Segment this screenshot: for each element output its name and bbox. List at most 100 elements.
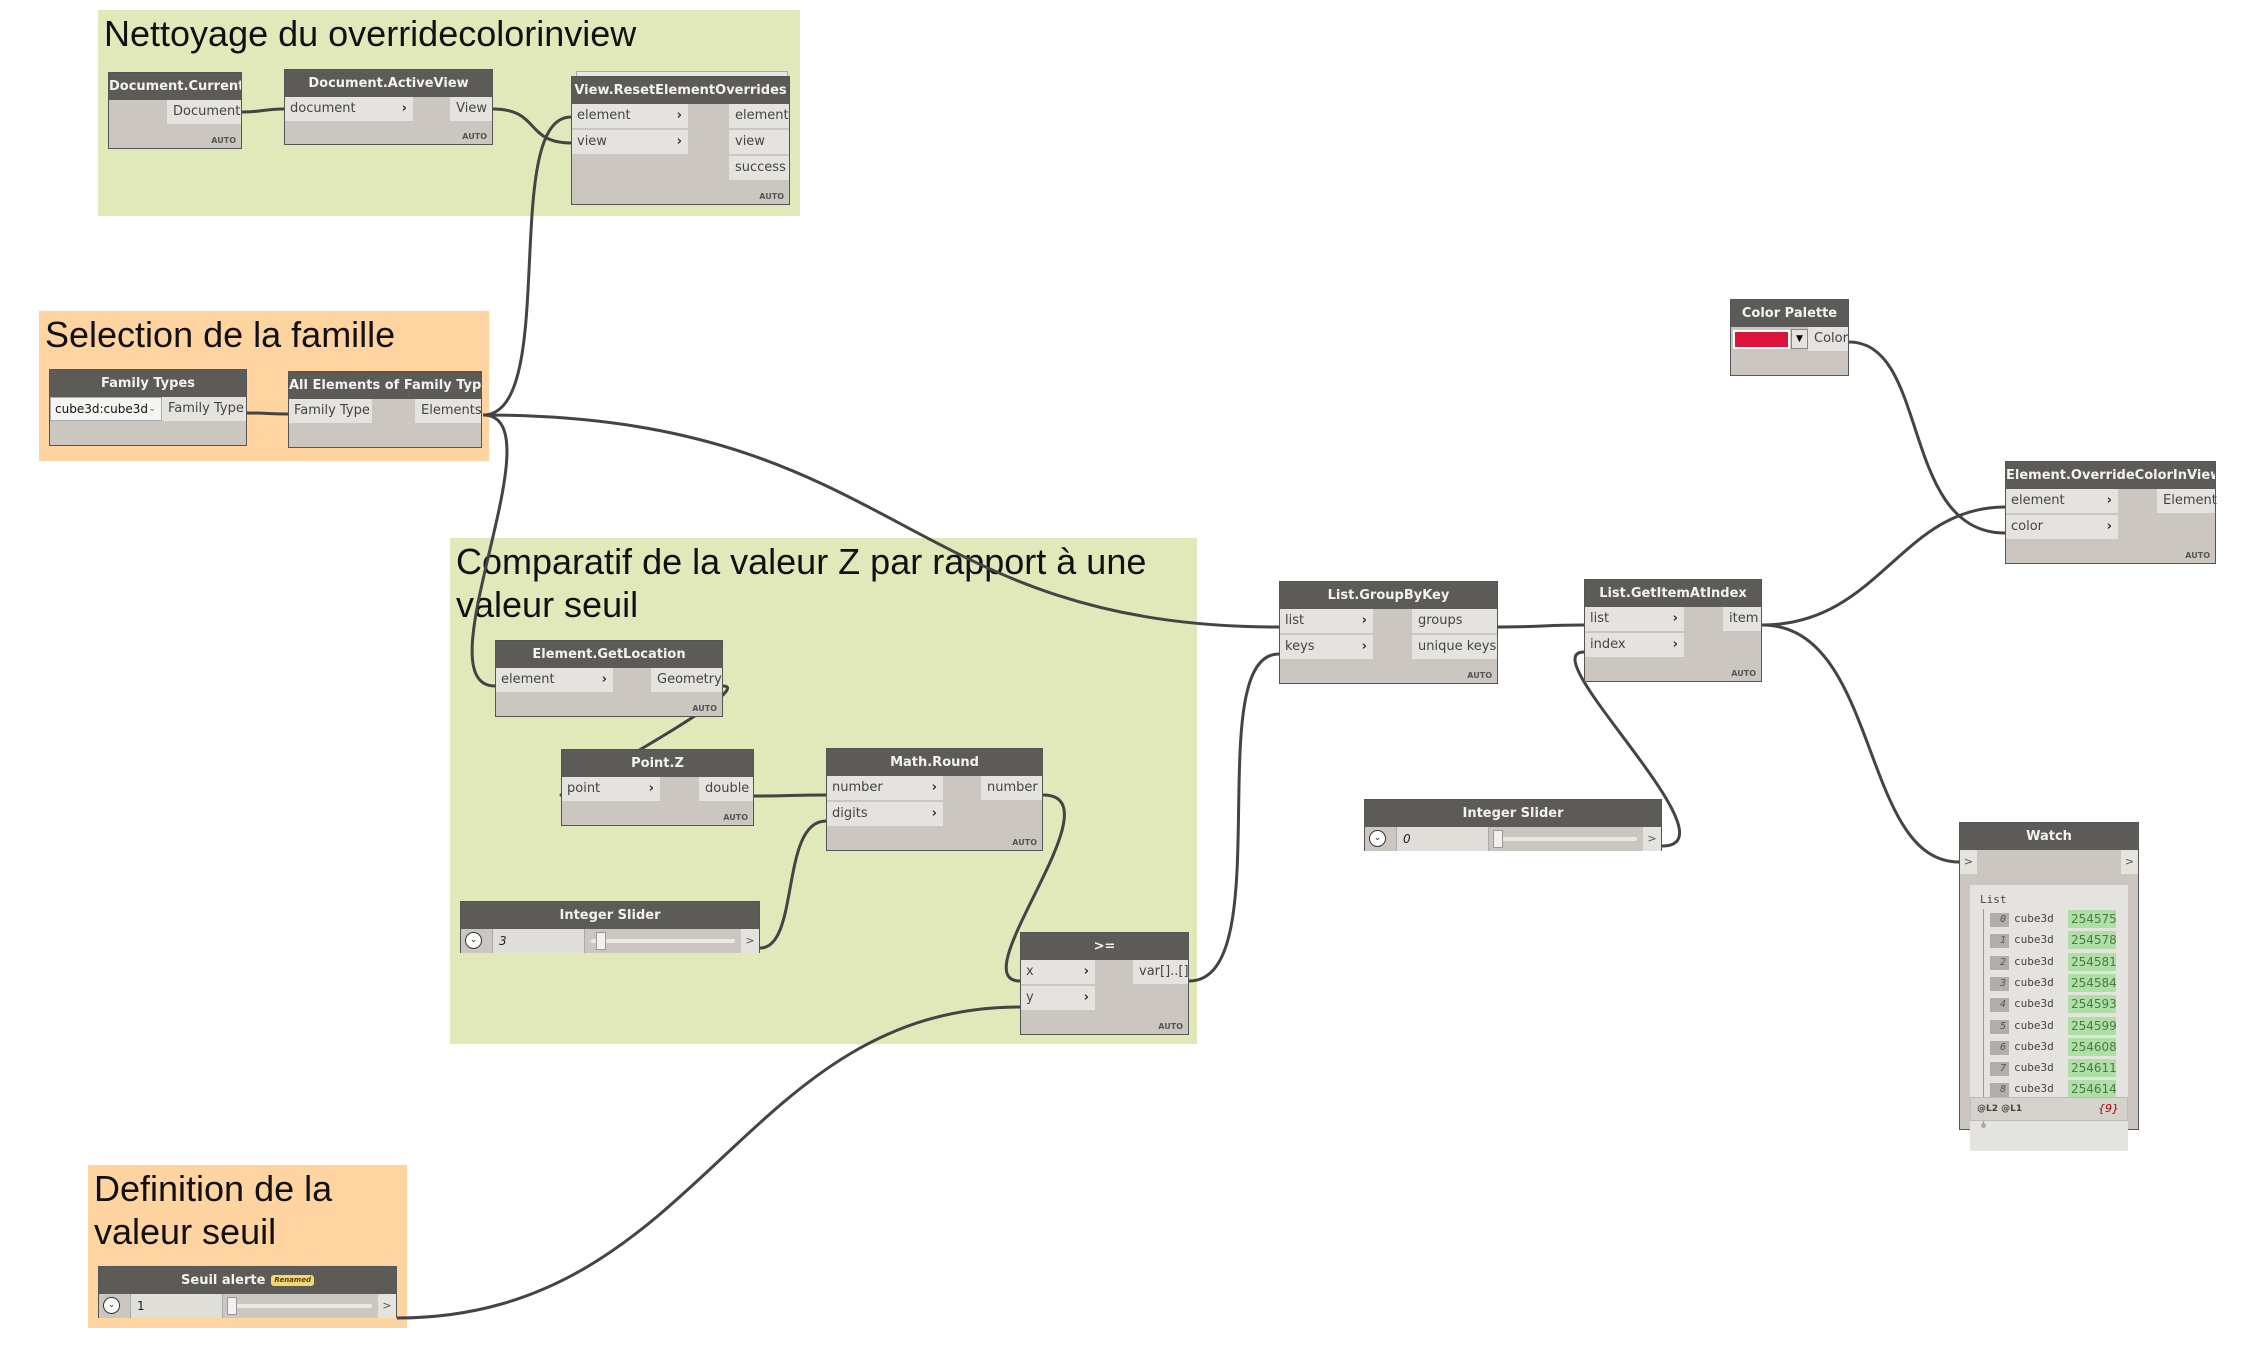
- output-port-number[interactable]: number: [981, 776, 1042, 800]
- chevron-right-icon: ›: [1672, 611, 1678, 626]
- slider-track[interactable]: [229, 1304, 372, 1308]
- input-port-element[interactable]: element ›: [572, 104, 688, 128]
- item-count: {9}: [2098, 1102, 2119, 1115]
- output-port-color[interactable]: Color: [1808, 327, 1848, 351]
- input-port-element[interactable]: element›: [2006, 489, 2118, 513]
- output-port-view[interactable]: View: [450, 97, 492, 121]
- node-element-overridecolorinview[interactable]: Element.OverrideColorInView element› col…: [2005, 461, 2217, 564]
- node-document-activeview[interactable]: Document.ActiveView document› View AUTO: [284, 69, 493, 145]
- output-port-unique-keys[interactable]: unique keys: [1412, 635, 1497, 659]
- wire-groups-to-getitem-list: [1497, 623, 1585, 629]
- output-port[interactable]: >: [1643, 827, 1661, 851]
- node-family-types[interactable]: Family Types cube3d:cube3d⌄ Family Type: [49, 369, 247, 446]
- item-index: 0: [1990, 913, 2009, 927]
- lacing-label: AUTO: [1731, 669, 1756, 678]
- item-id: 254593: [2068, 995, 2117, 1014]
- slider-value-input[interactable]: 0: [1396, 827, 1489, 851]
- slider-thumb[interactable]: [1493, 830, 1503, 848]
- node-title: >=: [1021, 933, 1188, 960]
- chevron-down-icon: ▼: [1796, 334, 1803, 344]
- input-port-list[interactable]: list›: [1585, 607, 1684, 631]
- color-dropdown-button[interactable]: ▼: [1791, 329, 1808, 349]
- expand-chevron-icon[interactable]: ⌄: [465, 932, 482, 949]
- output-port-groups[interactable]: groups: [1412, 609, 1497, 633]
- chevron-right-icon: ›: [2106, 519, 2112, 534]
- output-port-element[interactable]: element: [729, 104, 789, 128]
- input-port-color[interactable]: color›: [2006, 515, 2118, 539]
- item-name: cube3d: [2014, 1039, 2054, 1053]
- input-port-document[interactable]: document›: [285, 97, 413, 121]
- output-port-geometry[interactable]: Geometry: [651, 668, 722, 692]
- node-title: Math.Round: [827, 749, 1042, 776]
- output-port-double[interactable]: double: [699, 777, 753, 801]
- node-document-current[interactable]: Document.Current Document AUTO: [108, 72, 242, 149]
- port-label: x: [1026, 964, 1034, 979]
- output-port-document[interactable]: Document: [167, 100, 241, 124]
- output-port[interactable]: >: [741, 929, 759, 953]
- input-port-keys[interactable]: keys›: [1280, 635, 1373, 659]
- watch-tree-end: [1981, 1123, 1986, 1128]
- list-levels[interactable]: @L2 @L1: [1977, 1104, 2023, 1114]
- output-port-view[interactable]: view: [729, 130, 789, 154]
- slider-thumb[interactable]: [596, 932, 606, 950]
- node-point-z[interactable]: Point.Z point› double AUTO: [561, 749, 754, 826]
- slider-track[interactable]: [1495, 837, 1637, 841]
- slider-track[interactable]: [591, 939, 735, 943]
- node-list-groupbykey[interactable]: List.GroupByKey list› keys› groups uniqu…: [1279, 581, 1498, 684]
- output-port-var[interactable]: var[]..[]: [1133, 960, 1189, 984]
- group-title: Selection de la famille: [45, 314, 396, 355]
- output-port-family-type[interactable]: Family Type: [162, 397, 246, 421]
- port-label: point: [567, 781, 601, 796]
- slider-thumb[interactable]: [227, 1297, 237, 1315]
- node-integer-slider-index[interactable]: Integer Slider ⌄ 0 >: [1364, 799, 1662, 851]
- input-port[interactable]: >: [1960, 850, 1977, 874]
- wire-seuil-to-gte-y: [396, 1005, 1021, 1320]
- input-port-number[interactable]: number›: [827, 776, 943, 800]
- output-port[interactable]: >: [2121, 850, 2138, 874]
- watch-tree-line: [1983, 909, 1984, 1124]
- item-index: 7: [1990, 1062, 2009, 1077]
- node-math-round[interactable]: Math.Round number› digits› number AUTO: [826, 748, 1043, 851]
- input-port-family-type[interactable]: Family Type: [289, 399, 372, 423]
- family-type-dropdown[interactable]: cube3d:cube3d⌄: [50, 397, 162, 421]
- output-port-item[interactable]: item: [1723, 607, 1761, 631]
- node-view-reset-element-overrides[interactable]: View.ResetElementOverrides element› view…: [571, 76, 790, 205]
- input-port-point[interactable]: point›: [562, 777, 660, 801]
- slider-value-input[interactable]: 3: [492, 929, 585, 953]
- slider-row: ⌄ 3 >: [461, 929, 759, 953]
- expand-chevron-icon[interactable]: ⌄: [1369, 830, 1386, 847]
- chevron-right-icon: ›: [676, 108, 682, 123]
- slider-row: ⌄ 0 >: [1365, 827, 1661, 851]
- port-label: document: [290, 101, 356, 116]
- output-port-success[interactable]: success: [729, 156, 789, 180]
- item-index: 6: [1990, 1040, 2009, 1055]
- input-port-digits[interactable]: digits›: [827, 802, 943, 826]
- node-list-getitematindex[interactable]: List.GetItemAtIndex list› index› item AU…: [1584, 579, 1762, 682]
- node-all-elements-of-family-type[interactable]: All Elements of Family Type Family Type …: [288, 371, 482, 448]
- item-name: cube3d: [2014, 1061, 2054, 1075]
- port-label: Family Type: [294, 403, 370, 418]
- slider-value-input[interactable]: 1: [130, 1294, 223, 1318]
- color-swatch[interactable]: [1733, 330, 1790, 349]
- node-greater-equal[interactable]: >= x› y› var[]..[] AUTO: [1020, 932, 1189, 1035]
- output-port[interactable]: >: [378, 1294, 396, 1318]
- input-port-element[interactable]: element›: [496, 668, 613, 692]
- node-element-getlocation[interactable]: Element.GetLocation element› Geometry AU…: [495, 640, 723, 717]
- node-integer-slider-digits[interactable]: Integer Slider ⌄ 3 >: [460, 901, 760, 953]
- output-port-element[interactable]: Element: [2157, 489, 2217, 513]
- input-port-y[interactable]: y›: [1021, 986, 1095, 1010]
- expand-chevron-icon[interactable]: ⌄: [103, 1297, 120, 1314]
- output-port-elements[interactable]: Elements: [415, 399, 482, 423]
- input-port-view[interactable]: view›: [572, 130, 688, 154]
- port-label: index: [1590, 637, 1626, 652]
- input-port-x[interactable]: x›: [1021, 960, 1095, 984]
- node-color-palette[interactable]: Color Palette ▼ Color: [1730, 299, 1849, 376]
- input-port-list[interactable]: list›: [1280, 609, 1373, 633]
- item-id: 254611: [2068, 1059, 2117, 1078]
- port-label: element: [577, 108, 631, 123]
- input-port-index[interactable]: index›: [1585, 633, 1684, 657]
